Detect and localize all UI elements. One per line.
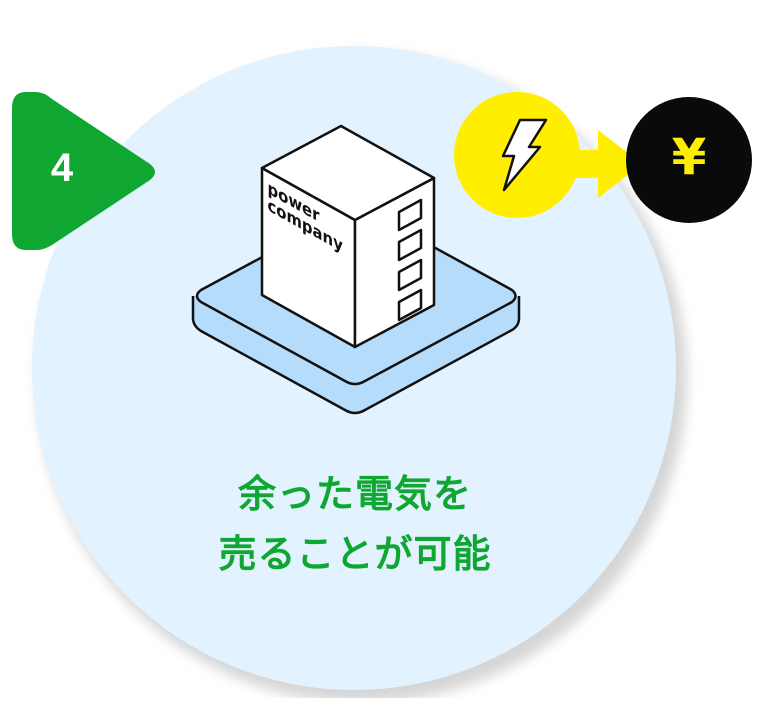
power-company-building: power company xyxy=(260,124,436,349)
electricity-node xyxy=(454,92,580,218)
building-window xyxy=(397,288,423,322)
caption-line-2: 売ることが可能 xyxy=(218,532,492,576)
building-windows xyxy=(397,198,423,322)
caption-line-1: 余った電気を xyxy=(237,472,472,516)
step-number: 4 xyxy=(50,146,74,190)
yen-circle xyxy=(626,97,752,223)
flow-arrow-head xyxy=(598,130,642,198)
building-window xyxy=(397,198,423,232)
lightning-bolt-icon xyxy=(501,118,548,192)
building-roof xyxy=(260,124,436,222)
building-window xyxy=(397,258,423,292)
building-window xyxy=(397,228,423,262)
yen-icon: ¥ xyxy=(671,128,707,186)
step-badge xyxy=(12,92,155,250)
